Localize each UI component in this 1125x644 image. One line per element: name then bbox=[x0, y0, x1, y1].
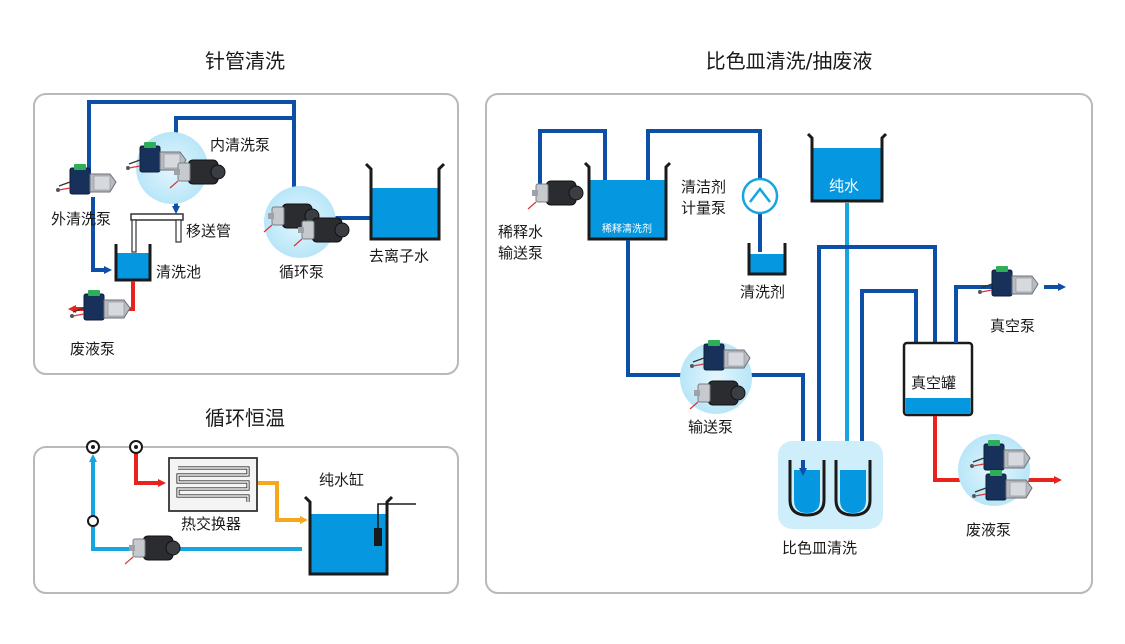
halo-cuvette bbox=[778, 441, 883, 529]
label-transfer-tube: 移送管 bbox=[186, 222, 231, 240]
label-waste-pump-needle: 废液泵 bbox=[70, 340, 115, 358]
detergent-container bbox=[747, 243, 787, 276]
panel-title-needle: 针管清洗 bbox=[205, 49, 285, 73]
label-diluted-detergent: 稀释清洗剂 bbox=[602, 222, 652, 235]
label-dilution-pump-1: 稀释水 bbox=[498, 223, 543, 241]
cuvette-tube-right bbox=[834, 460, 872, 517]
magnetic-pump-icon bbox=[124, 535, 181, 565]
panel-frame-needle bbox=[33, 93, 459, 375]
line-outer-to-pool bbox=[91, 197, 112, 274]
fitting-icon bbox=[86, 440, 100, 454]
label-waste-pump-cuvette: 废液泵 bbox=[966, 521, 1011, 539]
metering-pump-icon bbox=[741, 177, 779, 215]
line-into-exchanger bbox=[134, 450, 166, 487]
panel-cuvette: 比色皿清洗/抽废液 稀释清洗剂 稀释水 输送泵 清洁剂 计量泵 bbox=[485, 49, 1093, 594]
diluted-detergent-tank bbox=[583, 161, 672, 241]
transfer-tube bbox=[130, 213, 184, 221]
line-tank-to-vacuum-pump bbox=[954, 285, 1003, 343]
label-detergent: 清洗剂 bbox=[740, 283, 785, 301]
label-vacuum-tank: 真空罐 bbox=[911, 374, 956, 392]
line-exchanger-to-tank bbox=[258, 481, 308, 524]
label-heat-exchanger: 热交换器 bbox=[181, 515, 241, 533]
cuvette-tube-left bbox=[788, 460, 826, 517]
line-return-loop bbox=[89, 454, 302, 551]
line-dilution-water bbox=[538, 129, 609, 216]
label-circulation-pump: 循环泵 bbox=[279, 263, 324, 281]
label-outer-pump: 外清洗泵 bbox=[51, 210, 111, 228]
panel-title-cuvette: 比色皿清洗/抽废液 bbox=[706, 49, 873, 73]
line-suction-2 bbox=[860, 289, 920, 495]
line-delivery-to-cuvette bbox=[748, 373, 807, 476]
wash-pool bbox=[114, 244, 152, 282]
label-delivery-pump: 输送泵 bbox=[688, 418, 733, 436]
label-cuvette-wash: 比色皿清洗 bbox=[782, 539, 857, 557]
deionized-water-tank bbox=[364, 162, 446, 241]
label-pure-water: 纯水 bbox=[829, 177, 859, 195]
line-detergent-to-dilution bbox=[644, 129, 762, 216]
line-suction-1 bbox=[817, 245, 939, 495]
label-detergent-pump-1: 清洁剂 bbox=[681, 178, 726, 196]
label-wash-pool: 清洗池 bbox=[156, 263, 201, 281]
label-inner-pump: 内清洗泵 bbox=[210, 136, 270, 154]
fitting-icon bbox=[129, 440, 143, 454]
label-dilution-pump-2: 输送泵 bbox=[498, 244, 543, 262]
panel-frame-cuvette bbox=[485, 93, 1093, 594]
line-diluted-to-delivery bbox=[626, 240, 695, 377]
panel-frame-thermo bbox=[33, 446, 459, 594]
junction-node bbox=[87, 515, 99, 527]
pure-water-source bbox=[806, 132, 888, 203]
label-detergent-pump-2: 计量泵 bbox=[681, 199, 726, 217]
heat-exchanger bbox=[168, 457, 258, 512]
label-pure-water-tank: 纯水缸 bbox=[319, 471, 364, 489]
panel-thermo: 循环恒温 热交换器 纯水缸 bbox=[33, 406, 459, 594]
label-deionized-water: 去离子水 bbox=[369, 247, 429, 265]
diaphragm-pump-icon bbox=[69, 289, 131, 321]
panel-needle-cleaning: 针管清洗 移送管 清洗池 内清洗泵 外清洗泵 循 bbox=[33, 49, 459, 375]
panel-title-thermo: 循环恒温 bbox=[205, 406, 285, 430]
vacuum-tank bbox=[902, 341, 974, 417]
diaphragm-pump-icon bbox=[55, 163, 117, 195]
pure-water-tank bbox=[303, 495, 416, 576]
magnetic-pump-icon bbox=[527, 180, 584, 210]
label-vacuum-pump: 真空泵 bbox=[990, 317, 1035, 335]
diaphragm-pump-icon bbox=[977, 265, 1039, 297]
